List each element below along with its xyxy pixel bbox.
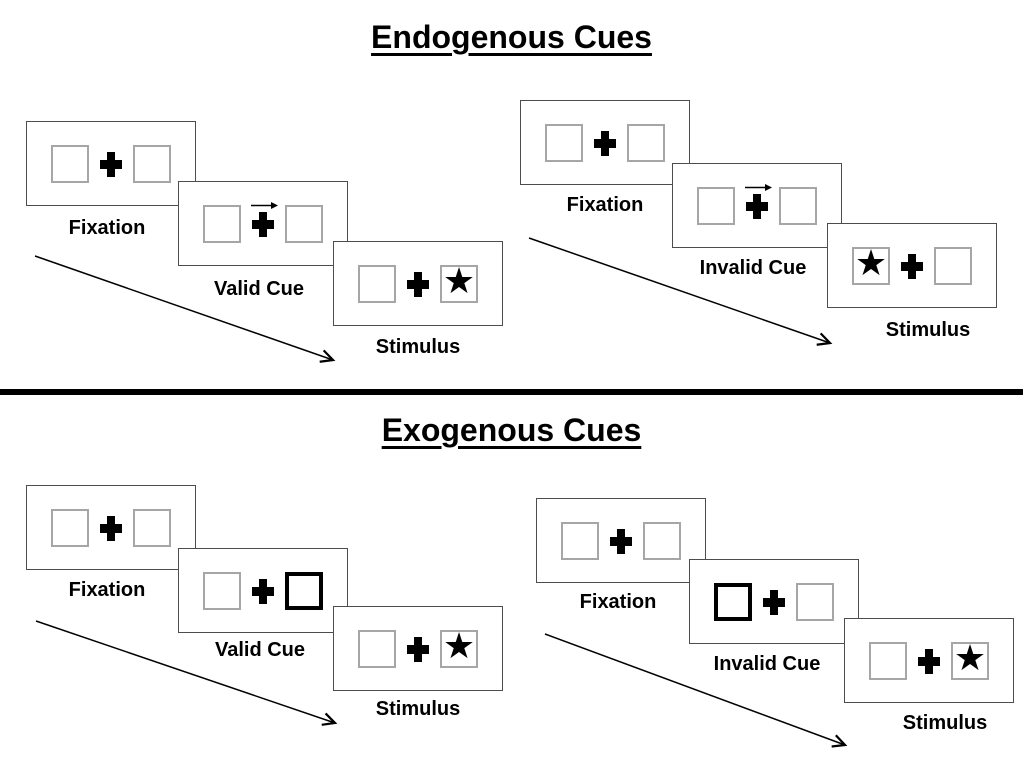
fixation-cross-icon (407, 637, 429, 662)
fixation-cross-icon (918, 649, 940, 674)
endogenous-invalid-stimulus-panel: ★ (827, 223, 997, 308)
fixation-cross-icon (901, 254, 923, 279)
placeholder-box-right (934, 247, 972, 285)
exogenous-invalid-fixation-label: Fixation (579, 591, 657, 613)
cue-direction-arrow-icon (745, 184, 772, 191)
endogenous-invalid-stimulus-label: Stimulus (885, 319, 971, 341)
cue-highlight-box-left (714, 583, 752, 621)
sequence-progression-arrow-exogenous-valid (35, 620, 338, 726)
exogenous-section-title-text: Exogenous Cues (381, 412, 642, 448)
placeholder-box-left (51, 509, 89, 547)
placeholder-box-left (358, 265, 396, 303)
fixation-cross-icon (407, 272, 429, 297)
placeholder-box-right (796, 583, 834, 621)
fixation-cross-icon (100, 152, 122, 177)
placeholder-box-right (779, 187, 817, 225)
placeholder-box-left (203, 572, 241, 610)
exogenous-valid-stimulus-panel: ★ (333, 606, 503, 691)
stimulus-star-icon: ★ (442, 261, 476, 302)
placeholder-box-right (133, 509, 171, 547)
endogenous-invalid-fixation-panel (520, 100, 690, 185)
placeholder-box-right: ★ (440, 261, 478, 303)
fixation-cross-icon (252, 212, 274, 237)
fixation-cross-icon (594, 131, 616, 156)
stimulus-star-icon: ★ (442, 626, 476, 667)
sequence-progression-arrow-endogenous-invalid (528, 237, 833, 346)
placeholder-box-left (561, 522, 599, 560)
placeholder-box-left (545, 124, 583, 162)
endogenous-valid-valid-cue-label: Valid Cue (213, 278, 305, 300)
exogenous-invalid-stimulus-label: Stimulus (902, 712, 988, 734)
fixation-cross-icon (763, 590, 785, 615)
exogenous-invalid-invalid-cue-label: Invalid Cue (713, 653, 821, 675)
endogenous-invalid-invalid-cue-panel (672, 163, 842, 248)
placeholder-box-right (133, 145, 171, 183)
placeholder-box-left (358, 630, 396, 668)
placeholder-box-right: ★ (440, 626, 478, 668)
section-divider (0, 389, 1023, 395)
placeholder-box-right (643, 522, 681, 560)
exogenous-valid-valid-cue-label: Valid Cue (214, 639, 306, 661)
endogenous-valid-stimulus-label: Stimulus (375, 336, 461, 358)
placeholder-box-left (697, 187, 735, 225)
endogenous-invalid-invalid-cue-label: Invalid Cue (699, 257, 807, 279)
stimulus-star-icon: ★ (854, 243, 888, 284)
fixation-cross-icon (610, 529, 632, 554)
endogenous-section-title-text: Endogenous Cues (371, 19, 652, 55)
endogenous-valid-valid-cue-panel (178, 181, 348, 266)
cue-direction-arrow-icon (251, 202, 278, 209)
placeholder-box-left: ★ (852, 243, 890, 285)
exogenous-valid-stimulus-label: Stimulus (375, 698, 461, 720)
placeholder-box-left (51, 145, 89, 183)
exogenous-valid-valid-cue-panel (178, 548, 348, 633)
endogenous-section-title: Endogenous Cues (0, 19, 1023, 56)
endogenous-invalid-fixation-label: Fixation (566, 194, 644, 216)
endogenous-valid-fixation-panel (26, 121, 196, 206)
placeholder-box-right (627, 124, 665, 162)
placeholder-box-right: ★ (951, 638, 989, 680)
placeholder-box-left (869, 642, 907, 680)
fixation-cross-icon (252, 579, 274, 604)
fixation-cross-icon (746, 194, 768, 219)
endogenous-valid-stimulus-panel: ★ (333, 241, 503, 326)
sequence-progression-arrow-endogenous-valid (34, 255, 336, 363)
sequence-progression-arrow-exogenous-invalid (544, 633, 848, 748)
exogenous-valid-fixation-panel (26, 485, 196, 570)
exogenous-invalid-fixation-panel (536, 498, 706, 583)
exogenous-invalid-invalid-cue-panel (689, 559, 859, 644)
endogenous-valid-fixation-label: Fixation (68, 217, 146, 239)
fixation-cross-icon (100, 516, 122, 541)
exogenous-section-title: Exogenous Cues (0, 412, 1023, 449)
exogenous-valid-fixation-label: Fixation (68, 579, 146, 601)
exogenous-invalid-stimulus-panel: ★ (844, 618, 1014, 703)
placeholder-box-right (285, 205, 323, 243)
cue-highlight-box-right (285, 572, 323, 610)
placeholder-box-left (203, 205, 241, 243)
stimulus-star-icon: ★ (953, 638, 987, 679)
